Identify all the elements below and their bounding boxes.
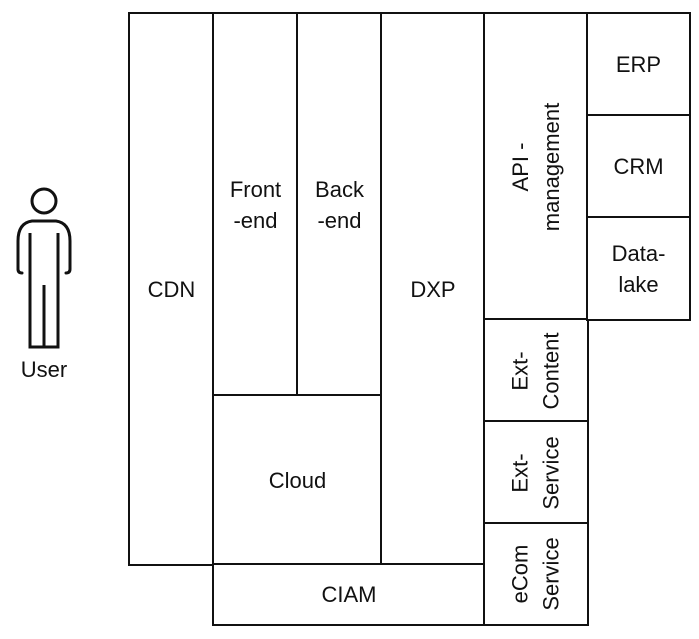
ciam-label: CIAM xyxy=(321,582,377,607)
user-label: User xyxy=(20,357,68,382)
backend-block: Back -end xyxy=(296,12,383,397)
api-management-block: API - management xyxy=(483,12,589,321)
ciam-block: CIAM xyxy=(212,563,486,626)
datalake-block: Data- lake xyxy=(586,216,691,321)
ext-service-label: Ext- Service xyxy=(507,435,564,510)
user-person-icon xyxy=(16,187,72,349)
cdn-label: CDN xyxy=(147,276,196,302)
erp-block: ERP xyxy=(586,12,691,117)
cloud-label: Cloud xyxy=(268,467,327,493)
cdn-block: CDN xyxy=(128,12,215,566)
crm-block: CRM xyxy=(586,114,691,219)
datalake-label: Data- lake xyxy=(611,240,666,297)
cloud-block: Cloud xyxy=(212,394,383,566)
backend-label: Back -end xyxy=(315,176,364,233)
ecom-service-label: eCom Service xyxy=(507,537,564,611)
frontend-label: Front -end xyxy=(229,176,282,233)
ext-service-block: Ext- Service xyxy=(483,420,589,525)
api-management-label: API - management xyxy=(508,102,565,231)
erp-label: ERP xyxy=(615,52,662,77)
ext-content-label: Ext- Content xyxy=(508,331,564,410)
ecom-service-block: eCom Service xyxy=(483,522,589,626)
ext-content-block: Ext- Content xyxy=(483,318,589,423)
frontend-block: Front -end xyxy=(212,12,299,397)
dxp-block: DXP xyxy=(380,12,486,566)
crm-label: CRM xyxy=(613,154,664,179)
dxp-label: DXP xyxy=(410,276,456,302)
